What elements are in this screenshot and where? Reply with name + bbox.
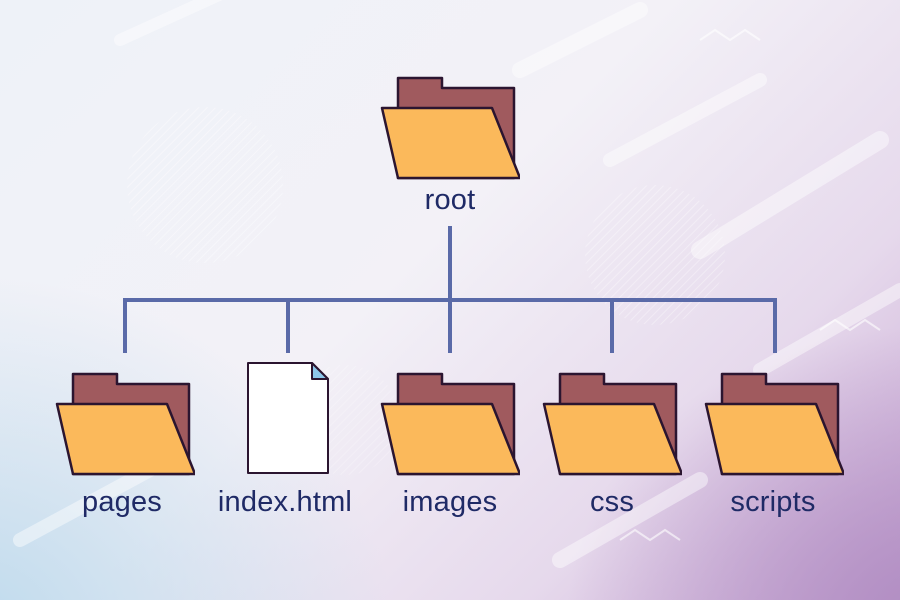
folder-icon <box>704 372 844 476</box>
folder-node-pages[interactable] <box>45 372 205 476</box>
folder-icon <box>542 372 682 476</box>
folder-icon <box>380 372 520 476</box>
child-label-css: css <box>589 486 635 518</box>
child-label-index-html: index.html <box>217 486 353 518</box>
child-label-pages: pages <box>81 486 162 518</box>
child-label-images: images <box>402 486 498 518</box>
folder-icon <box>55 372 195 476</box>
root-node[interactable] <box>370 76 530 180</box>
folder-node-css[interactable] <box>532 372 692 476</box>
folder-node-images[interactable] <box>370 372 530 476</box>
root-label: root <box>424 184 476 216</box>
folder-icon <box>380 76 520 180</box>
folder-node-scripts[interactable] <box>694 372 854 476</box>
child-label-scripts: scripts <box>730 486 816 518</box>
file-node-index-html[interactable] <box>208 360 368 476</box>
file-icon <box>247 362 329 474</box>
